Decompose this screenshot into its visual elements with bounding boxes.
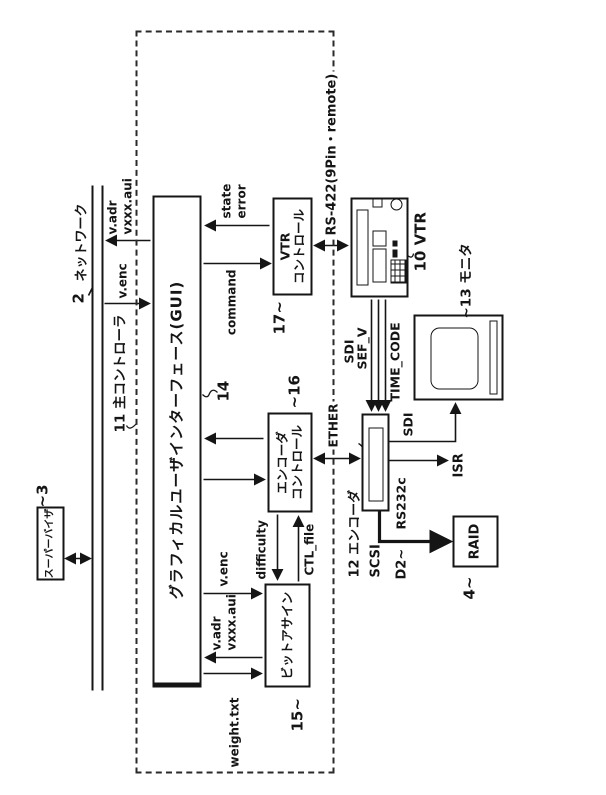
vxxx-mid-label: vxxx.aui bbox=[224, 593, 238, 650]
vtr-counter bbox=[372, 230, 386, 246]
difficulty-label: difficulty bbox=[254, 519, 268, 579]
ctl-file-label: CTL_file bbox=[302, 523, 316, 575]
timecode-label: TIME_CODE bbox=[387, 321, 402, 401]
vtr-button-grid bbox=[390, 259, 406, 283]
vtr-front-panel bbox=[372, 248, 386, 282]
venc-mid-label: v.enc bbox=[216, 550, 230, 586]
sdi-encoder-monitor-line bbox=[389, 401, 461, 442]
encoder-control-ref: ~16 bbox=[285, 374, 303, 408]
network-ref-leader bbox=[87, 286, 93, 296]
supervisor-label: スーパーバイザ bbox=[44, 508, 56, 578]
scsi-label: SCSI bbox=[368, 543, 383, 577]
vtr-tape-window bbox=[356, 209, 368, 285]
scsi-raid-line bbox=[377, 509, 453, 553]
vtr-control-ref: 17~ bbox=[270, 300, 288, 334]
vadr-top-label: v.adr bbox=[105, 199, 119, 234]
raid-label: RAID bbox=[466, 523, 482, 559]
raid-box: RAID bbox=[452, 515, 498, 567]
vtr-control-label-1: VTR bbox=[276, 232, 292, 260]
supervisor-box: スーパーバイザ bbox=[36, 506, 64, 580]
vtr-switch bbox=[372, 198, 382, 207]
main-controller-ref: 11 主コントローラ bbox=[112, 314, 128, 432]
vtr-control-box: VTR コントロール bbox=[272, 197, 312, 295]
vtr-button-2 bbox=[392, 240, 397, 246]
isr-label: ISR bbox=[451, 452, 466, 477]
raid-ref: 4~ bbox=[460, 575, 478, 599]
encoder-ref: 12 エンコーダ bbox=[347, 489, 362, 577]
ether-label: ETHER bbox=[326, 401, 340, 449]
error-label: error bbox=[234, 183, 248, 218]
state-label: state bbox=[219, 183, 233, 218]
encoder-control-label-2: コントロール bbox=[288, 424, 304, 500]
vtr-control-label-2: コントロール bbox=[291, 208, 306, 284]
vtr-jog-knob bbox=[390, 198, 402, 210]
vtr-button-1 bbox=[392, 249, 397, 257]
network-ref: 2 bbox=[69, 292, 87, 303]
venc-top-label: v.enc bbox=[115, 262, 129, 298]
monitor-ref: ~13 モニタ bbox=[458, 242, 474, 318]
monitor-screen bbox=[430, 327, 478, 389]
gui-label: グラフィカルユーザインターフェース(GUI) bbox=[166, 280, 185, 599]
rs422-label: RS-422(9Pin・remote) bbox=[320, 71, 339, 237]
bit-assign-ref: 15~ bbox=[288, 697, 306, 731]
rs232c-label: RS232c bbox=[393, 476, 408, 529]
d2-label: D2~ bbox=[394, 548, 409, 579]
gui-box: グラフィカルユーザインターフェース(GUI) bbox=[152, 195, 201, 687]
vadr-mid-label: v.adr bbox=[209, 615, 223, 650]
bit-assign-label: ビットアサイン bbox=[278, 591, 294, 679]
sefv-label: SEF_V bbox=[354, 326, 369, 369]
encoder-inner-panel bbox=[368, 427, 383, 501]
bit-assign-box: ビットアサイン bbox=[264, 583, 310, 687]
network-label: ネットワーク bbox=[74, 202, 89, 281]
monitor-vent bbox=[489, 320, 497, 394]
vtr-ref: 10 VTR bbox=[411, 211, 429, 272]
command-label: command bbox=[224, 269, 238, 335]
sdi-monitor-label: SDI bbox=[400, 411, 415, 436]
supervisor-ref: ~3 bbox=[33, 483, 51, 507]
encoder-control-box: エンコーダ コントロール bbox=[267, 412, 312, 512]
vxxx-top-label: vxxx.aui bbox=[120, 177, 134, 234]
gui-ref: 14 bbox=[214, 380, 232, 401]
encoder-control-label-1: エンコーダ bbox=[274, 430, 290, 494]
weight-label: weight.txt bbox=[227, 697, 241, 767]
